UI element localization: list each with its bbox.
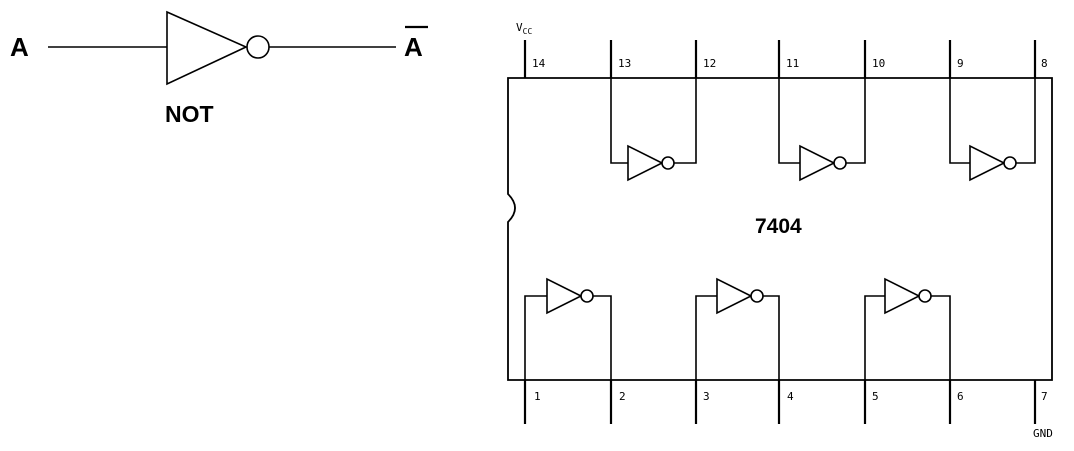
top-inverter-2-triangle bbox=[799, 144, 836, 182]
vcc-subscript: CC bbox=[523, 27, 533, 36]
not-gate-symbol: A A NOT bbox=[10, 10, 428, 127]
bottom-inverter-2-input-wire bbox=[695, 295, 717, 380]
pin-number-11: 11 bbox=[786, 57, 799, 70]
pin-number-13: 13 bbox=[618, 57, 631, 70]
pin-number-9: 9 bbox=[957, 57, 964, 70]
bottom-inverter-2-triangle bbox=[716, 277, 753, 315]
top-inverter-3-output-wire bbox=[1016, 78, 1036, 164]
top-inverter-1-input-wire bbox=[610, 78, 628, 164]
top-inverter-1 bbox=[610, 78, 697, 182]
bottom-inverter-2 bbox=[695, 277, 780, 380]
top-inverter-3 bbox=[949, 78, 1036, 182]
bottom-inverter-3-triangle bbox=[884, 277, 921, 315]
bottom-inverter-1-output-wire bbox=[593, 295, 612, 380]
not-gate-triangle bbox=[166, 10, 248, 86]
gnd-label: GND bbox=[1033, 427, 1053, 440]
pin-number-8: 8 bbox=[1041, 57, 1048, 70]
pin-number-10: 10 bbox=[872, 57, 885, 70]
bottom-inverter-3-input-wire bbox=[864, 295, 885, 380]
top-inverter-2 bbox=[778, 78, 866, 182]
top-inverter-1-triangle bbox=[627, 144, 664, 182]
bottom-inverter-3-output-wire bbox=[931, 295, 951, 380]
bottom-inverter-1 bbox=[524, 277, 612, 380]
top-inverter-1-bubble bbox=[661, 156, 675, 170]
pin-number-1: 1 bbox=[534, 390, 541, 403]
pin-number-3: 3 bbox=[703, 390, 710, 403]
inversion-bubble bbox=[246, 35, 270, 59]
top-inverter-2-input-wire bbox=[778, 78, 800, 164]
top-inverter-1-output-wire bbox=[674, 78, 697, 164]
bottom-inverter-1-bubble bbox=[580, 289, 594, 303]
output-label-a-bar: A bbox=[404, 32, 423, 62]
chip-7404: VCC GND 7404 14 13 12 11 10 9 8 1 2 3 4 bbox=[507, 21, 1053, 440]
top-inverter-3-triangle bbox=[969, 144, 1006, 182]
part-number: 7404 bbox=[755, 215, 802, 238]
top-inverter-2-output-wire bbox=[846, 78, 866, 164]
pin-number-14: 14 bbox=[532, 57, 546, 70]
top-inverter-3-input-wire bbox=[949, 78, 970, 164]
pin-number-6: 6 bbox=[957, 390, 964, 403]
bottom-inverter-3 bbox=[864, 277, 951, 380]
input-label-a: A bbox=[10, 32, 29, 62]
pin-number-7: 7 bbox=[1041, 390, 1048, 403]
bottom-inverter-2-output-wire bbox=[763, 295, 780, 380]
bottom-inverter-1-input-wire bbox=[524, 295, 547, 380]
bottom-inverter-1-triangle bbox=[546, 277, 583, 315]
pin-number-4: 4 bbox=[787, 390, 794, 403]
vcc-main: V bbox=[516, 21, 523, 34]
vcc-label: VCC bbox=[516, 21, 532, 36]
pin-number-12: 12 bbox=[703, 57, 716, 70]
pin-number-2: 2 bbox=[619, 390, 626, 403]
gate-caption-not: NOT bbox=[165, 101, 214, 127]
top-inverter-2-bubble bbox=[833, 156, 847, 170]
top-inverter-3-bubble bbox=[1003, 156, 1017, 170]
bottom-inverter-3-bubble bbox=[918, 289, 932, 303]
bottom-inverter-2-bubble bbox=[750, 289, 764, 303]
pin-number-5: 5 bbox=[872, 390, 879, 403]
